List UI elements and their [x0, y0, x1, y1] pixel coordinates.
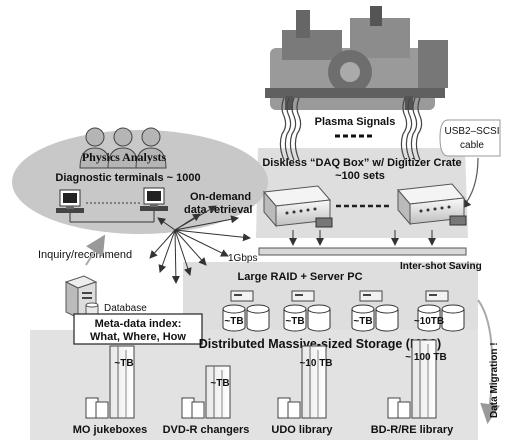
metadata-box	[73, 313, 203, 345]
library-capacity-label: ~TB	[210, 378, 229, 389]
usb-cable-callout: USB2–SCSI cable	[439, 119, 501, 209]
disk-icon	[283, 309, 307, 332]
raid-capacity-label: ~TB	[224, 316, 243, 327]
usb-cable-label-1: USB2–SCSI	[444, 126, 499, 137]
archive-library: ~TB MO jukeboxes	[73, 345, 148, 436]
archive-library: ~ 100 TB BD-R/RE library	[371, 339, 454, 436]
daq-box-count: ~100 sets	[335, 170, 385, 182]
library-capacity-label: ~TB	[114, 358, 133, 369]
signal-cables	[279, 97, 423, 161]
raid-capacity-label: ~TB	[353, 316, 372, 327]
archive-panel	[30, 330, 478, 440]
usb-cable-label-2: cable	[460, 140, 484, 151]
data-migration-label: Data Migration !	[489, 342, 500, 418]
database-server-icon	[64, 275, 99, 319]
terminal-right	[140, 187, 168, 211]
library-tower-icon	[411, 339, 437, 419]
archive-library: ~10 TB UDO library	[271, 345, 333, 436]
network-bus	[258, 247, 467, 256]
raid-capacity-label: ~TB	[285, 316, 304, 327]
plasma-signals-label: Plasma Signals	[315, 116, 396, 128]
data-migration-arrow	[477, 299, 501, 424]
library-tower-icon	[205, 365, 231, 419]
daq-box-left	[263, 185, 333, 228]
archive-libraries: ~TB MO jukeboxes ~TB DVD-R changers ~10 TB UD…	[73, 339, 454, 436]
inquiry-arrow	[85, 234, 106, 266]
metadata-title: Meta-data index:	[95, 318, 182, 330]
disk-icon	[351, 309, 375, 332]
raid-capacity-label: ~10TB	[414, 316, 444, 327]
library-tower-icon	[109, 345, 135, 419]
library-capacity-label: ~10 TB	[299, 358, 332, 369]
metadata-fields: What, Where, How	[90, 331, 186, 343]
daq-box-right	[397, 183, 467, 226]
library-name-label: DVD-R changers	[163, 424, 250, 436]
disk-icon	[375, 309, 399, 332]
diagnostic-terminals-label: Diagnostic terminals ~ 1000	[55, 172, 200, 184]
library-capacity-label: ~ 100 TB	[405, 352, 446, 363]
raid-unit: ~TB	[222, 290, 270, 332]
daq-box-title: Diskless “DAQ Box” w/ Digitizer Crate	[262, 157, 461, 169]
retrieval-arrows	[149, 205, 251, 284]
mss-title: Distributed Massive-sized Storage (MSS)	[199, 337, 441, 351]
terminal-left	[56, 189, 84, 213]
disk-icon	[441, 309, 465, 332]
inquiry-label: Inquiry/recommend	[38, 249, 132, 261]
raid-unit: ~10TB	[414, 290, 465, 332]
raid-units: ~TB ~TB ~TB ~10TB	[222, 290, 465, 332]
raid-unit: ~TB	[283, 290, 331, 332]
bandwidth-label: 1Gbps	[228, 253, 257, 264]
database-label: Database	[104, 303, 147, 314]
inter-shot-label: Inter-shot Saving	[400, 261, 482, 272]
analyst-icons	[79, 127, 167, 169]
physics-analysts-label: Physics Analysts	[82, 150, 167, 164]
raid-title: Large RAID + Server PC	[237, 271, 362, 283]
disk-icon	[307, 309, 331, 332]
raid-unit: ~TB	[351, 290, 399, 332]
disk-icon	[246, 309, 270, 332]
disk-icon	[417, 309, 441, 332]
on-demand-label: On-demand	[190, 191, 251, 203]
library-name-label: UDO library	[271, 424, 333, 436]
data-retrieval-label: data retrieval	[184, 204, 252, 216]
library-name-label: MO jukeboxes	[73, 424, 148, 436]
library-tower-icon	[301, 345, 327, 419]
disk-icon	[222, 309, 246, 332]
plasma-device-image	[265, 6, 448, 110]
daq-to-network-arrows	[289, 230, 436, 246]
archive-library: ~TB DVD-R changers	[163, 365, 250, 436]
library-name-label: BD-R/RE library	[371, 424, 454, 436]
